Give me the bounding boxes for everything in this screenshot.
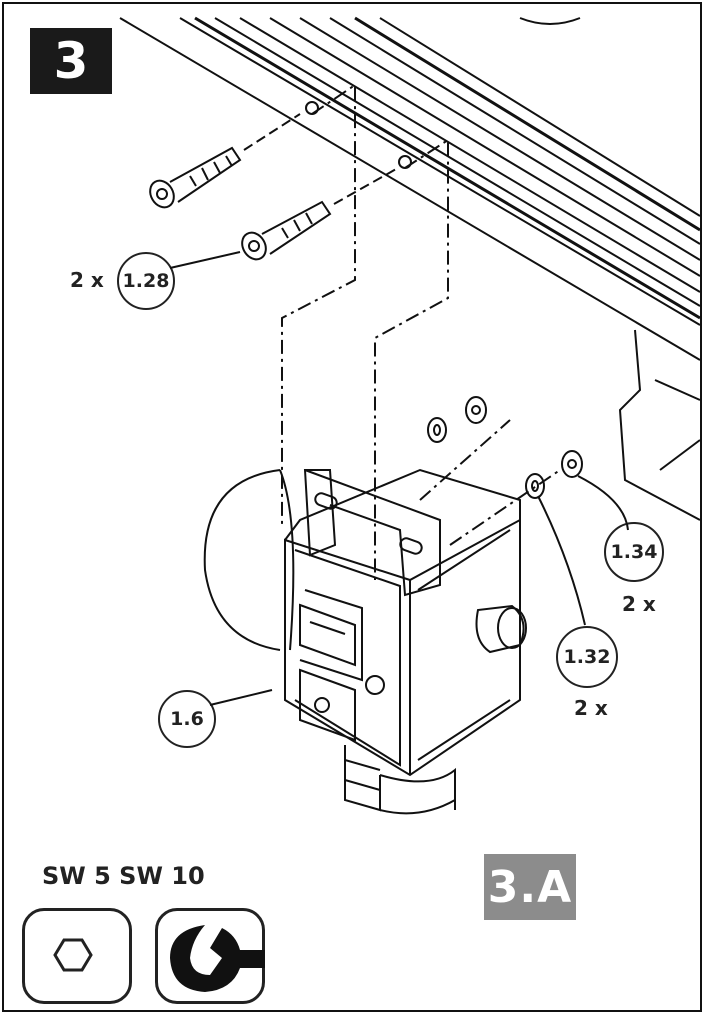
callout-1-32: 1.32 [556, 626, 618, 688]
bolt-lower [241, 167, 399, 261]
leader-1-6 [209, 689, 273, 706]
hex-key-icon [53, 938, 93, 972]
nut-lower [561, 450, 583, 478]
callout-1-34: 1.34 [604, 522, 664, 582]
nut-upper [465, 396, 487, 424]
qty-1-28: 2 x [70, 268, 104, 292]
qty-1-32: 2 x [574, 696, 608, 720]
leader-1-32 [537, 495, 586, 626]
callout-1-6: 1.6 [158, 690, 216, 748]
rail-beam [119, 16, 701, 361]
callout-1-28: 1.28 [117, 252, 175, 310]
leader-1-34 [577, 475, 629, 531]
bolt-upper [149, 113, 301, 209]
open-wrench-icon [170, 925, 265, 992]
alignment-lines [281, 83, 561, 580]
step-number: 3 [30, 28, 112, 94]
qty-1-34: 2 x [622, 592, 656, 616]
washer-lower [525, 473, 545, 499]
motor-unit [203, 468, 527, 815]
side-support [618, 329, 701, 521]
leader-1-28 [169, 251, 241, 269]
tool-size-label: SW 5 SW 10 [42, 862, 205, 890]
sub-step-label: 3.A [484, 854, 576, 920]
washer-upper [427, 417, 447, 443]
